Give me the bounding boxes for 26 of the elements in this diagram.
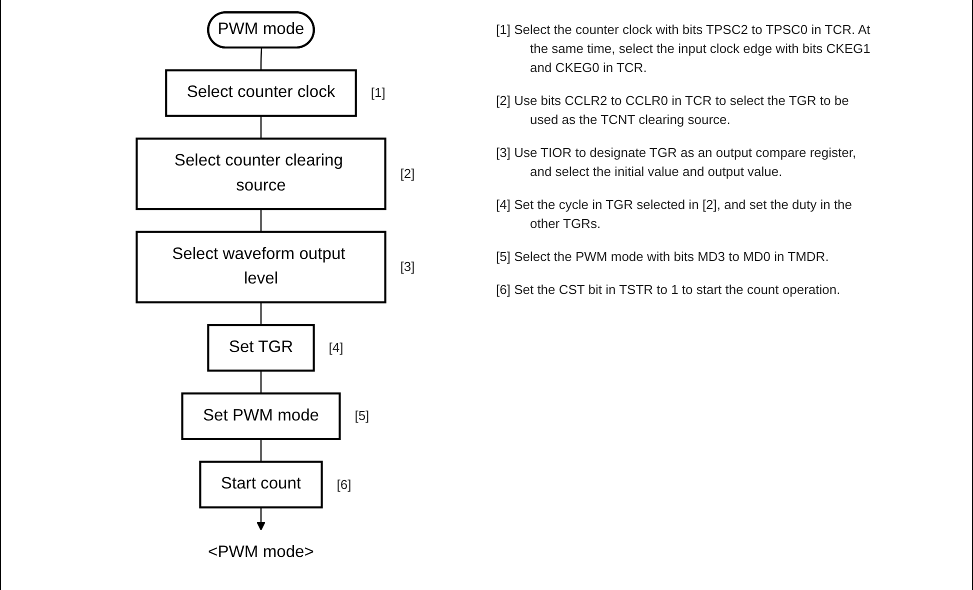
node-box: Set PWM mode — [181, 392, 341, 440]
node-box: Select counter clock — [165, 69, 357, 117]
step-number: [3] — [400, 259, 415, 274]
connector — [260, 209, 262, 232]
step-note: [2] Use bits CCLR2 to CCLR0 in TCR to select the TGR to be used as the TCNT clearing source. — [496, 92, 850, 129]
node-box: Select counter clearing source — [136, 138, 386, 210]
connector — [260, 116, 262, 139]
step-note: [5] Select the PWM mode with bits MD3 to MD0 in TMDR. — [496, 248, 830, 266]
step-note: [4] Set the cycle in TGR selected in [2], and set the duty in the other TGRs. — [496, 196, 854, 233]
node-box: Set TGR — [207, 324, 315, 372]
step-number: [1] — [370, 85, 386, 100]
node-box: Start count — [199, 460, 323, 508]
connector — [260, 439, 262, 462]
step-number: [5] — [354, 408, 370, 424]
step-number: [4] — [328, 340, 344, 355]
step-note: [1] Select the counter clock with bits TPSC2 to TPSC0 in TCR. At the same time, select the input clock edge with bits CKEG1 and CKEG0 in TCR. — [496, 21, 872, 77]
step-number: [6] — [336, 476, 352, 492]
connector — [260, 48, 262, 70]
connector — [260, 302, 262, 326]
node-text: <PWM mode> — [208, 544, 314, 562]
arrow — [256, 507, 266, 531]
step-note: [6] Set the CST bit in TSTR to 1 to start the count operation. — [496, 281, 842, 299]
step-note: [3] Use TIOR to designate TGR as an output compare register, and select the initial value and output value. — [496, 144, 858, 181]
connector — [260, 370, 262, 394]
node-box: Select waveform output level — [136, 230, 386, 304]
step-number: [2] — [400, 166, 415, 181]
